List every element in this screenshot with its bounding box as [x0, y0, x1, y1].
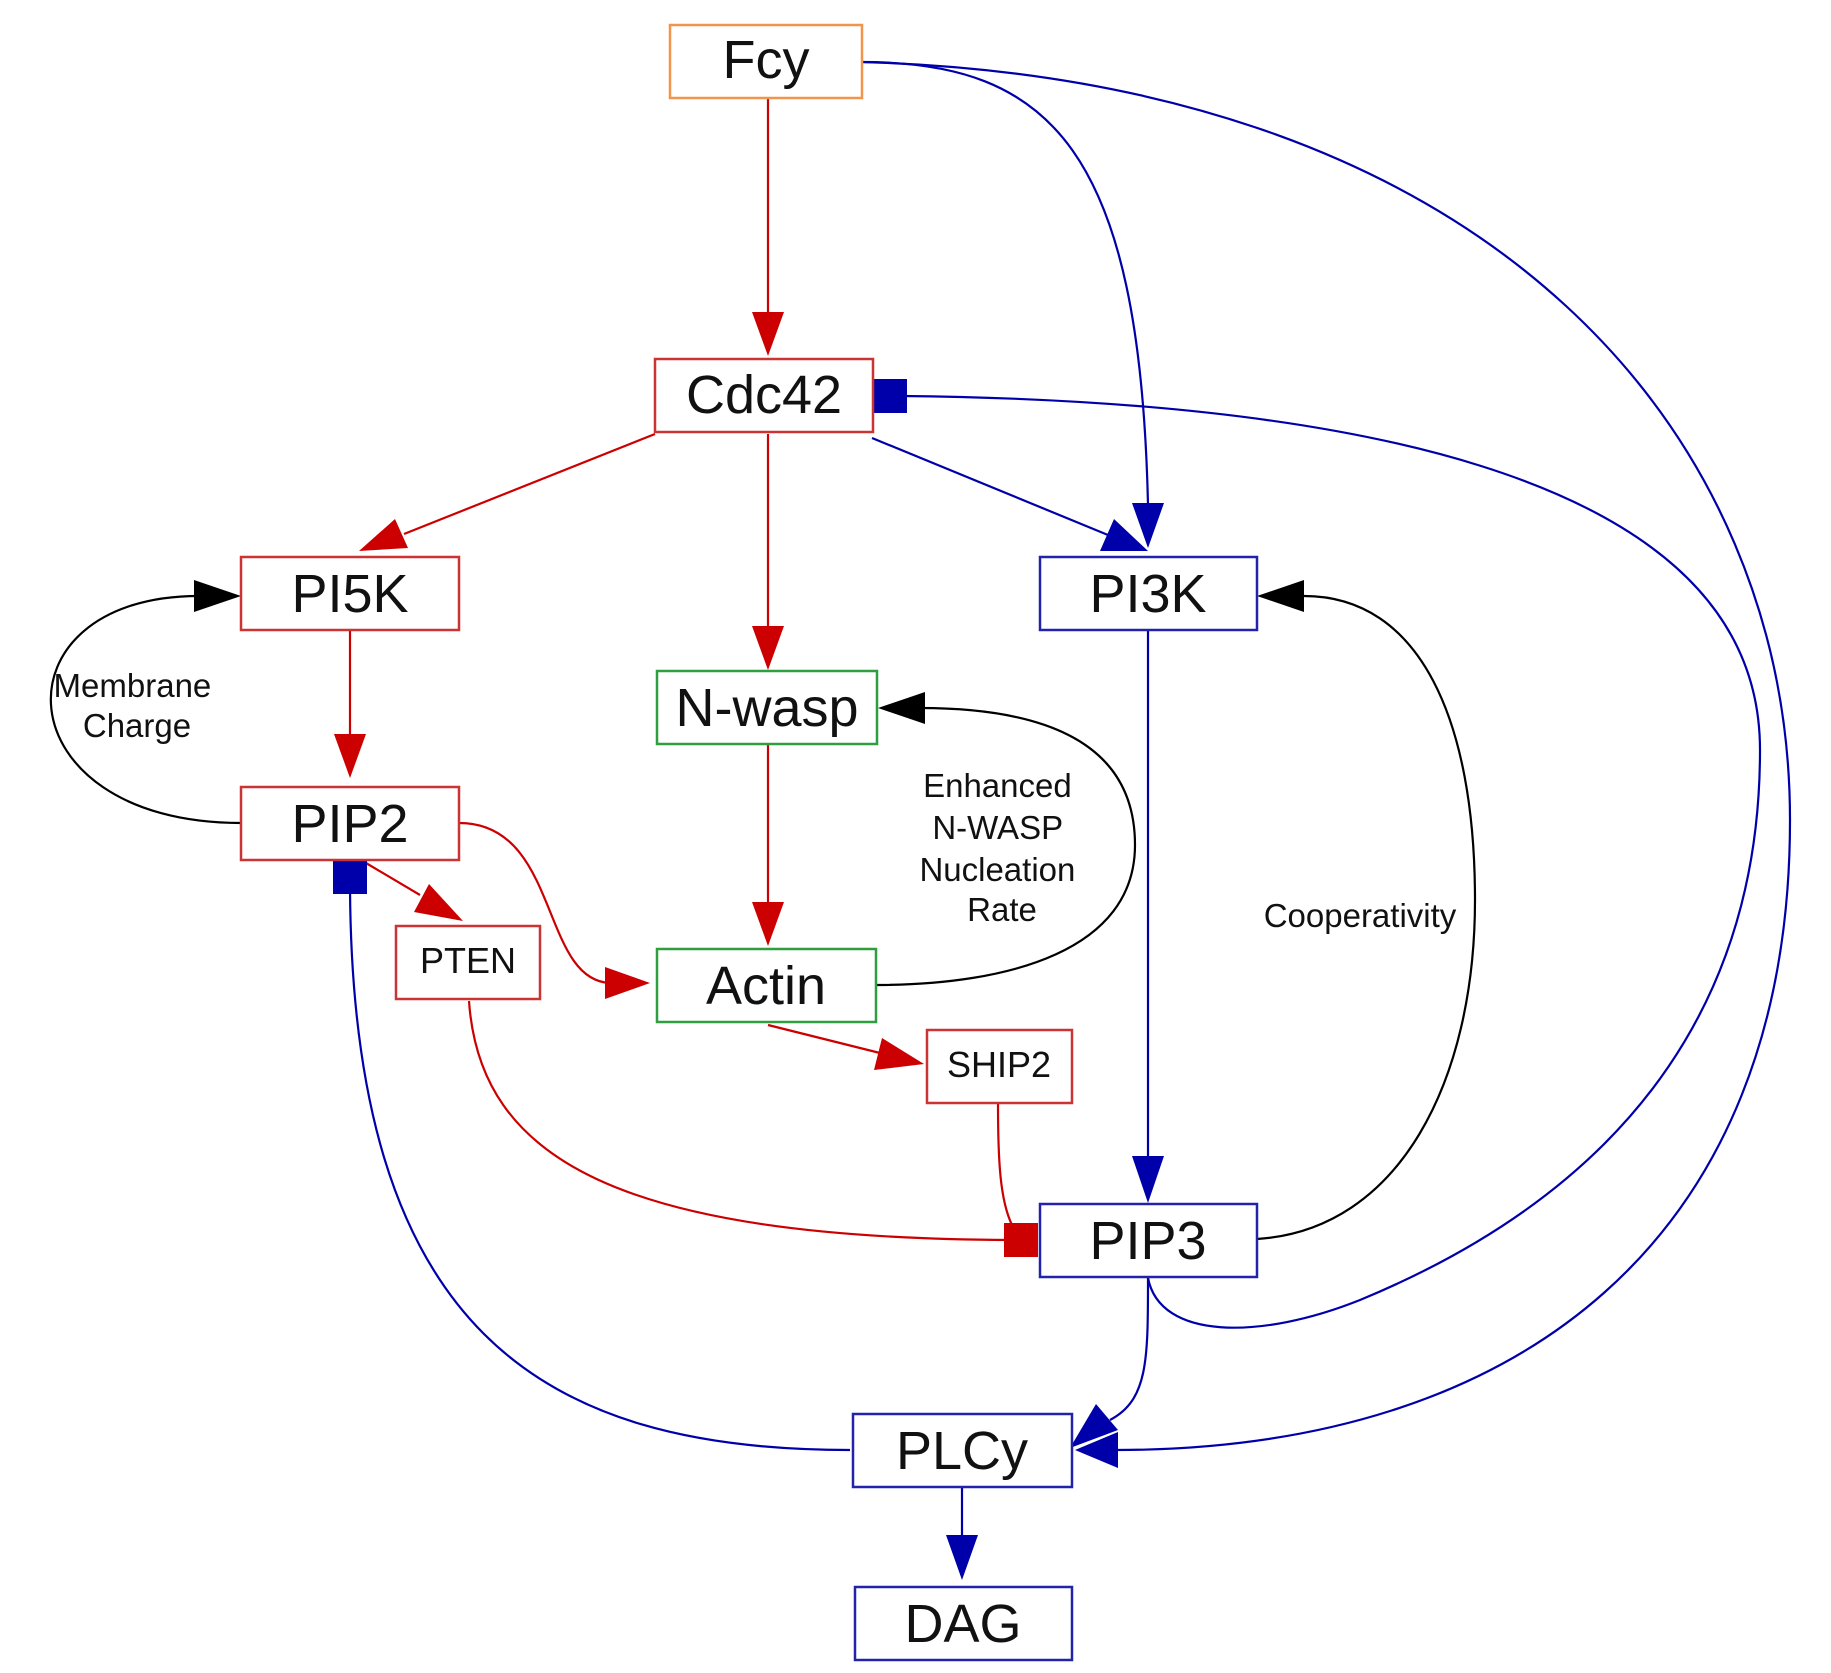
edge-plcy-dag — [946, 1488, 978, 1580]
node-fcy-label: Fcy — [723, 30, 810, 90]
edge-plcy-pip2 — [333, 860, 851, 1452]
node-nwasp-label: N-wasp — [675, 678, 858, 738]
edge-pip2-pten — [365, 862, 463, 921]
edge-actin-ship2 — [767, 1023, 924, 1070]
edge-nwasp-actin — [752, 745, 784, 946]
node-pip3[interactable]: PIP3 — [1038, 1202, 1259, 1279]
nodes: Fcy Cdc42 PI5K PI3K N-wasp PIP2 PTEN — [239, 23, 1259, 1662]
node-pip2[interactable]: PIP2 — [239, 785, 461, 862]
edge-cdc42-pi5k — [359, 432, 656, 551]
node-fcy[interactable]: Fcy — [668, 23, 864, 100]
node-nwasp[interactable]: N-wasp — [655, 669, 879, 746]
edge-pi5k-pip2 — [334, 631, 366, 778]
edge-cdc42-nwasp — [752, 434, 784, 670]
node-pi3k-label: PI3K — [1089, 564, 1206, 624]
node-pten-label: PTEN — [420, 940, 516, 981]
node-pip3-label: PIP3 — [1089, 1211, 1206, 1271]
node-ship2-label: SHIP2 — [947, 1044, 1051, 1085]
membrane-charge-label: Membrane Charge — [54, 667, 221, 744]
node-pten[interactable]: PTEN — [394, 924, 542, 1001]
nwasp-nucleation-label: Enhanced N-WASP Nucleation Rate — [919, 767, 1084, 928]
node-pi5k[interactable]: PI5K — [239, 555, 461, 632]
edge-fcy-cdc42 — [752, 98, 784, 356]
edge-pi3k-pip3 — [1132, 631, 1164, 1203]
edge-pip3-plcy — [1070, 1277, 1150, 1448]
node-ship2[interactable]: SHIP2 — [925, 1028, 1074, 1105]
node-dag[interactable]: DAG — [853, 1585, 1074, 1662]
node-actin[interactable]: Actin — [655, 947, 878, 1024]
edge-pip3-cdc42 — [873, 379, 1762, 1329]
node-plcy[interactable]: PLCy — [851, 1412, 1074, 1489]
node-pi3k[interactable]: PI3K — [1038, 555, 1259, 632]
edge-cdc42-pi3k — [871, 436, 1148, 551]
edge-fcy-pi3k — [861, 60, 1164, 548]
edges — [49, 60, 1792, 1580]
edge-pip3-pi3k-cooperativity — [1256, 580, 1477, 1241]
edge-pten-pip3 — [467, 1000, 1038, 1257]
edge-pip2-pi5k-membrane-charge — [49, 580, 242, 825]
node-pi5k-label: PI5K — [291, 564, 408, 624]
node-cdc42[interactable]: Cdc42 — [653, 357, 875, 434]
node-cdc42-label: Cdc42 — [686, 365, 842, 425]
edge-fcy-plcy — [861, 60, 1792, 1468]
cooperativity-label: Cooperativity — [1264, 897, 1457, 934]
node-pip2-label: PIP2 — [291, 794, 408, 854]
node-actin-label: Actin — [706, 956, 826, 1016]
edge-pip2-actin — [458, 821, 650, 999]
edge-ship2-pip3 — [996, 1103, 1013, 1226]
node-plcy-label: PLCy — [896, 1421, 1028, 1481]
node-dag-label: DAG — [904, 1594, 1021, 1654]
edge-labels: Membrane Charge Enhanced N-WASP Nucleati… — [54, 667, 1457, 934]
edge-actin-nwasp-nucleation — [875, 692, 1137, 987]
